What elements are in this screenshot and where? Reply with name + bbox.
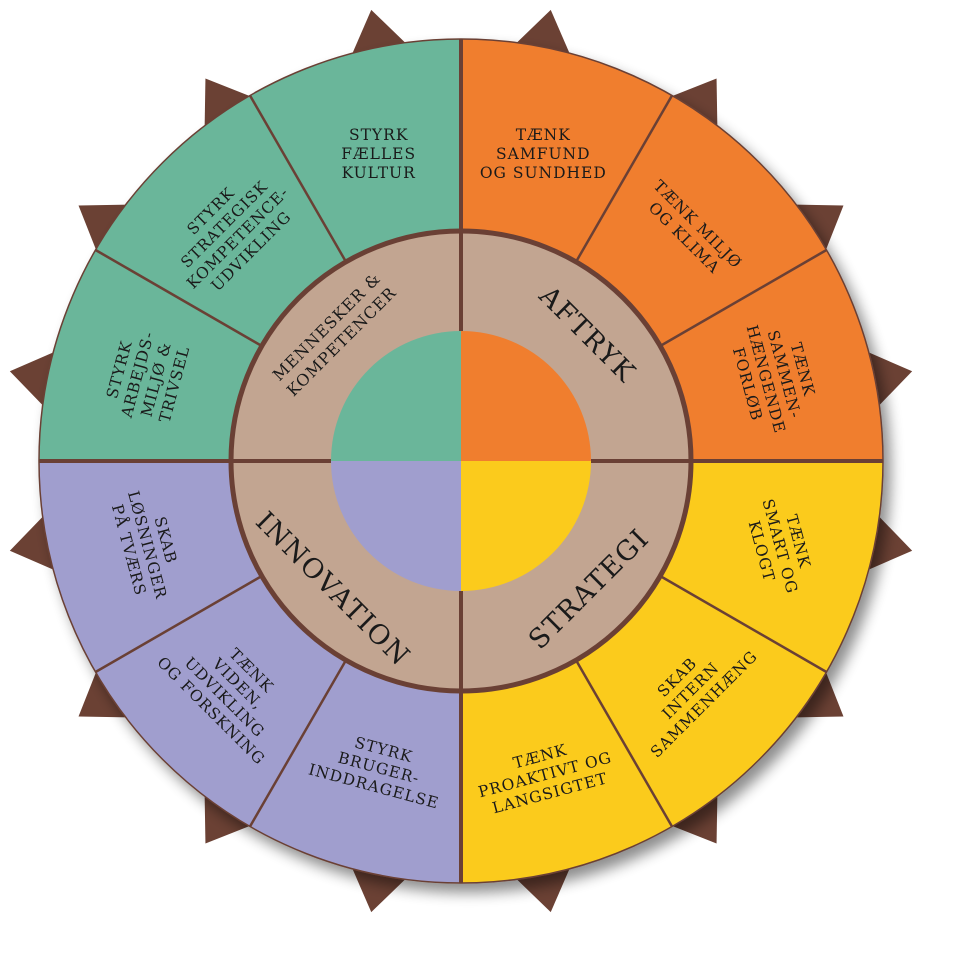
divider-lines (38, 38, 884, 884)
outer-ring (39, 39, 883, 883)
quadrant-aftryk (461, 39, 883, 461)
quadrant-mennesker (39, 39, 461, 461)
segment-divider (574, 659, 674, 828)
outer-rim (38, 38, 884, 884)
segment-divider (574, 94, 674, 263)
segment-divider (248, 94, 348, 263)
core-strategi (461, 461, 591, 591)
core-mennesker (331, 331, 461, 461)
quadrant-strategi (461, 461, 883, 883)
segment-divider (94, 248, 263, 348)
segment-divider (659, 574, 828, 674)
segment-divider (659, 248, 828, 348)
segment-divider (94, 574, 263, 674)
segment-divider (248, 659, 348, 828)
quadrant-innovation (39, 461, 461, 883)
inner-core (331, 331, 591, 591)
core-aftryk (461, 331, 591, 461)
core-innovation (331, 461, 461, 591)
